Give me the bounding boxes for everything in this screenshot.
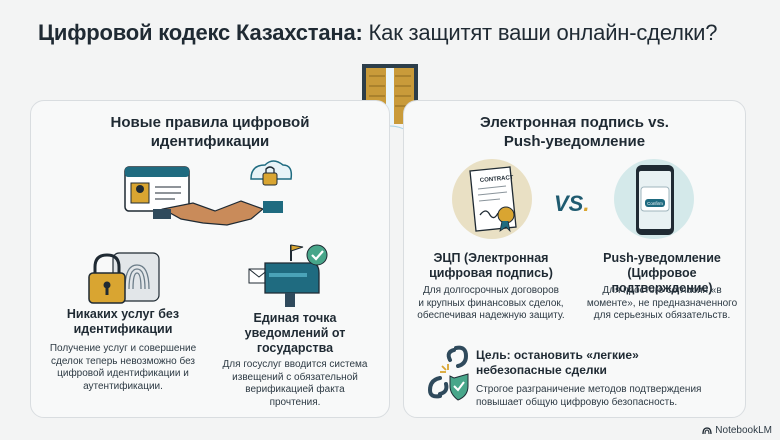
card-no-services-text: Получение услуг и совершение сделок тепе… [39,343,207,393]
goal-title-line: Цель: остановить «легкие» [476,348,639,362]
card-title-line: Единая точка [253,311,337,325]
card-title-line: государства [256,341,334,355]
page-title: Цифровой кодекс Казахстана: Как защитят … [38,20,718,46]
card-text-line: Для долгосрочных договоров [423,285,559,296]
left-panel-title: Новые правила цифровой идентификации [31,113,389,151]
right-panel-title-line: Push-уведомление [503,133,646,150]
card-text-line: верификацией факта [245,384,345,395]
right-panel-title: Электронная подпись vs. Push-уведомление [404,113,745,151]
card-notifications-text: Для госуслуг вводится система извещений … [211,359,379,409]
card-push-title: Push-уведомление (Цифровое подтверждение… [580,251,744,296]
vs-label: VS. [554,191,589,217]
left-panel-title-line: Новые правила цифровой [110,114,310,131]
card-push-text: Для простого согласия «в моменте», не пр… [580,285,744,323]
goal-text-line: Строгое разграничение методов подтвержде… [476,384,702,395]
card-title-line: Никаких услуг без [66,307,180,321]
card-eds-title: ЭЦП (Электронная цифровая подпись) [416,251,566,281]
notebooklm-brand: NotebookLM [702,425,772,436]
right-panel-title-line: Электронная подпись vs. [480,114,669,131]
page-title-rest: Как защитят ваши онлайн-сделки? [362,20,718,45]
page-title-bold: Цифровой кодекс Казахстана: [38,20,363,45]
card-text-line: аутентификации. [83,380,163,392]
phone-icon: Confirm [614,159,694,239]
notebooklm-logo-icon [702,426,712,434]
card-notifications-title: Единая точка уведомлений от государства [215,311,375,356]
goal-title-line: небезопасные сделки [476,363,607,377]
card-title-line: уведомлений от [244,326,346,340]
card-text-line: цифровой идентификации и [57,368,189,379]
card-title-line: цифровая подпись) [429,266,553,280]
card-text-line: для серьезных обязательств. [593,310,731,321]
goal-block: Цель: остановить «легкие» небезопасные с… [420,340,740,410]
card-title-line: ЭЦП (Электронная [433,251,549,265]
card-title-line: идентификации [73,322,173,336]
lock-fingerprint-icon [88,252,160,304]
card-title-line: Push-уведомление [603,251,721,265]
card-text-line: Получение услуг и совершение [49,343,197,354]
card-text-line: обеспечивая надежную защиту. [417,310,565,321]
brand-name: NotebookLM [715,425,772,436]
contract-icon: CONTRACT [452,159,532,239]
goal-title: Цель: остановить «легкие» небезопасные с… [476,348,639,378]
card-text-line: Для простого согласия «в [602,285,722,296]
broken-chain-shield-icon [427,345,469,401]
card-title-line: (Цифровое подтверждение) [611,266,713,295]
card-text-line: прочтения. [269,396,321,408]
card-text-line: извещений с обязательной [232,371,358,383]
confirm-label: Confirm [647,201,663,206]
goal-text-line: повышает общую цифровую безопасность. [476,396,678,408]
card-text-line: Для госуслуг вводится система [222,359,368,370]
card-no-services-title: Никаких услуг без идентификации [43,307,203,337]
vs-text: VS [554,191,584,216]
left-panel-title-line: идентификации [150,133,270,150]
left-panel: Новые правила цифровой идентификации [30,100,390,418]
handshake-identity-icon [124,160,293,226]
goal-text: Строгое разграничение методов подтвержде… [476,384,701,409]
card-eds-text: Для долгосрочных договоров и крупных фин… [410,285,572,323]
contract-label: CONTRACT [480,175,514,184]
card-text-line: моменте», не предназначенного [586,297,738,309]
mailbox-icon [248,244,328,307]
card-text-line: и крупных финансовых сделок, [418,297,564,309]
vs-dot: . [583,191,590,216]
card-text-line: сделок теперь невозможно без [50,355,196,367]
